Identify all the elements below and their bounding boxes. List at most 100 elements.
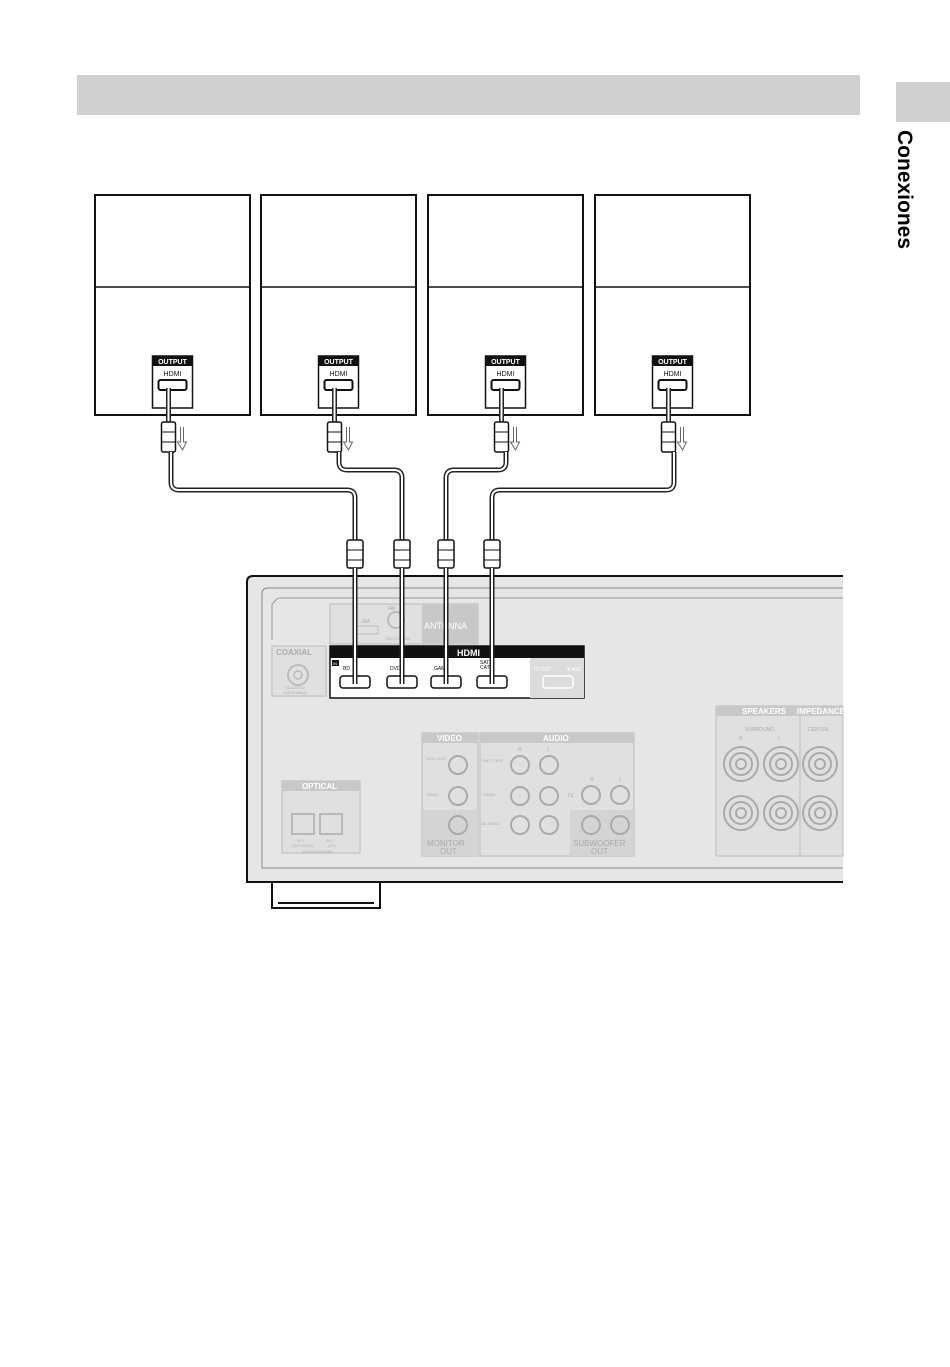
device-2: OUTPUT HDMI bbox=[260, 194, 417, 453]
cable-1 bbox=[168, 452, 358, 540]
antenna-fm-sub: 75Ω COAXIAL bbox=[385, 636, 412, 641]
audio-tv-jack[interactable] bbox=[581, 785, 601, 805]
optical-section: OPTICAL IN 1 (SAT/CATV) IN 2 (TV) (BD/DV… bbox=[281, 780, 361, 854]
hdmi-arc-label: ▼ARC bbox=[566, 667, 582, 673]
receiver-plug-2 bbox=[393, 539, 411, 684]
cable-2 bbox=[336, 452, 405, 540]
hdmi-plug bbox=[437, 539, 455, 569]
optical-footer: (BD/DVD/GAME) bbox=[302, 849, 333, 854]
audio-jack[interactable] bbox=[510, 755, 530, 775]
device-3: OUTPUT HDMI bbox=[427, 194, 584, 453]
coaxial-section: COAXIAL SA-CD/CD (SAT/CABLE) bbox=[271, 645, 327, 697]
coaxial-sub2: (SAT/CABLE) bbox=[283, 690, 308, 695]
cable-4 bbox=[489, 452, 677, 540]
arrow-down-icon bbox=[176, 427, 188, 452]
monitor-label: MONITOR bbox=[427, 839, 465, 848]
speaker-terminal[interactable] bbox=[763, 795, 799, 831]
hdmi-plug bbox=[493, 421, 510, 453]
hdmi-socket bbox=[323, 379, 354, 391]
speakers-section: SPEAKERS IMPEDANCE SURROUND CENTER R L bbox=[715, 705, 846, 857]
hdmi-socket bbox=[490, 379, 521, 391]
speaker-terminal[interactable] bbox=[763, 746, 799, 782]
section-tab bbox=[896, 82, 950, 122]
hdmi-plug bbox=[326, 421, 343, 453]
hdmi-plug bbox=[346, 539, 364, 569]
output-label: OUTPUT bbox=[658, 359, 688, 366]
audio-tv-jack[interactable] bbox=[610, 785, 630, 805]
antenna-am-label: AM bbox=[362, 619, 370, 625]
speaker-r-label: R bbox=[739, 736, 743, 742]
speaker-terminal[interactable] bbox=[802, 795, 838, 831]
audio-tv-l-label: L bbox=[619, 777, 622, 783]
coaxial-sub1: SA-CD/CD bbox=[285, 685, 304, 690]
subwoofer-out-label: OUT bbox=[591, 847, 608, 856]
surround-label: SURROUND bbox=[745, 727, 774, 733]
monitor-out-jack[interactable] bbox=[448, 815, 468, 835]
speaker-l-label: L bbox=[778, 736, 781, 742]
hdmi-input-label: SAT/ bbox=[480, 660, 491, 666]
hdmi-input-label: BD bbox=[343, 666, 350, 672]
audio-l-label: L bbox=[547, 747, 550, 753]
subwoofer-jack[interactable] bbox=[610, 815, 630, 835]
hdmi-input-label: CATV bbox=[480, 665, 494, 671]
audio-tv-label: TV bbox=[567, 793, 574, 799]
optical-in2-jack[interactable] bbox=[319, 813, 343, 835]
video-section: VIDEO SAT/ CATV VIDEO MONITOR OUT bbox=[421, 732, 479, 857]
subwoofer-jack[interactable] bbox=[581, 815, 601, 835]
video-title: VIDEO bbox=[437, 734, 462, 743]
arrow-down-icon bbox=[509, 427, 521, 452]
audio-row-satcatv: SAT/ CATV bbox=[483, 758, 503, 763]
receiver-foot bbox=[271, 881, 381, 909]
receiver-plug-3 bbox=[437, 539, 455, 684]
audio-title: AUDIO bbox=[543, 734, 569, 743]
output-label: OUTPUT bbox=[324, 359, 354, 366]
impedance-title: IMPEDANCE bbox=[797, 707, 846, 716]
video-video-jack[interactable] bbox=[448, 786, 468, 806]
audio-section: AUDIO R L SAT/ CATV VIDEO SA-CD/CD TV R … bbox=[479, 732, 635, 857]
video-row-video: VIDEO bbox=[426, 792, 438, 797]
speaker-terminal[interactable] bbox=[723, 746, 759, 782]
speakers-title: SPEAKERS bbox=[742, 707, 787, 716]
hdmi-label: HDMI bbox=[497, 371, 515, 378]
audio-jack[interactable] bbox=[510, 815, 530, 835]
hdmi-in-label: IN bbox=[333, 661, 337, 666]
hdmi-input-label: DVD bbox=[390, 666, 401, 672]
section-title-bar bbox=[77, 75, 860, 115]
hdmi-tvout-label: TV OUT bbox=[533, 667, 551, 673]
hdmi-plug bbox=[483, 539, 501, 569]
optical-in1-label: IN 1 bbox=[297, 838, 305, 843]
arrow-down-icon bbox=[342, 427, 354, 452]
video-satcatv-jack[interactable] bbox=[448, 755, 468, 775]
hdmi-label: HDMI bbox=[330, 371, 348, 378]
hdmi-label: HDMI bbox=[664, 371, 682, 378]
av-receiver: ANTENNA AM FM 75Ω COAXIAL COAXIAL SA-CD/… bbox=[246, 575, 846, 909]
hdmi-input-label: GAME bbox=[434, 666, 449, 672]
hdmi-socket bbox=[657, 379, 688, 391]
receiver-side-connectors bbox=[346, 539, 501, 684]
optical-in1-sub: (SAT/CATV) bbox=[292, 843, 314, 848]
center-label: CENTER bbox=[808, 727, 829, 733]
subwoofer-label: SUBWOOFER bbox=[573, 839, 626, 848]
audio-r-label: R bbox=[518, 747, 522, 753]
arrow-down-icon bbox=[676, 427, 688, 452]
monitor-out-label: OUT bbox=[440, 847, 457, 856]
optical-title: OPTICAL bbox=[302, 782, 337, 791]
hdmi-plug bbox=[393, 539, 411, 569]
receiver-plug-4 bbox=[483, 539, 501, 684]
audio-jack[interactable] bbox=[510, 786, 530, 806]
audio-jack[interactable] bbox=[539, 786, 559, 806]
optical-in2-sub: (TV) bbox=[328, 843, 336, 848]
optical-in1-jack[interactable] bbox=[291, 813, 315, 835]
speaker-terminal[interactable] bbox=[802, 746, 838, 782]
audio-jack[interactable] bbox=[539, 755, 559, 775]
coaxial-jack[interactable] bbox=[287, 664, 309, 686]
optical-in2-label: IN 2 bbox=[326, 838, 334, 843]
speaker-terminal[interactable] bbox=[723, 795, 759, 831]
receiver-plug-1 bbox=[346, 539, 364, 684]
audio-tv-r-label: R bbox=[590, 777, 594, 783]
output-label: OUTPUT bbox=[491, 359, 521, 366]
output-label: OUTPUT bbox=[158, 359, 188, 366]
audio-jack[interactable] bbox=[539, 815, 559, 835]
